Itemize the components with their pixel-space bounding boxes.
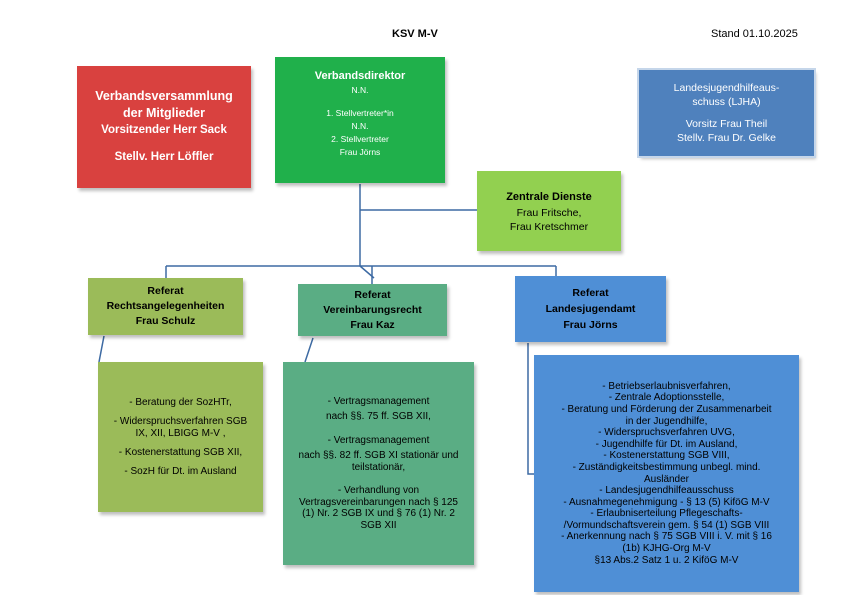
task-line: - Ausnahmegenehmigung - § 13 (5) KiföG M… (563, 496, 770, 508)
task-line: - Vertragsmanagement (327, 395, 430, 407)
director-line: Frau Jörns (339, 147, 381, 157)
task-line: /Vormundschaftsverein gem. § 54 (1) SGB … (563, 519, 770, 531)
task-line: - Landesjugendhilfeausschuss (599, 485, 734, 497)
task-line: (1) Nr. 2 SGB IX und § 76 (1) Nr. 2 (302, 508, 455, 520)
task-line: nach §§. 82 ff. SGB XI stationär und (298, 450, 459, 462)
task-line: - Jugendhilfe für Dt. im Ausland, (595, 438, 738, 450)
task-line: - Beratung und Förderung der Zusammenarb… (561, 403, 772, 415)
assembly-line: der Mitglieder (123, 106, 205, 120)
ljha-line: Stellv. Frau Dr. Gelke (676, 132, 776, 144)
referat-line: Referat (354, 288, 391, 301)
task-line: §13 Abs.2 Satz 1 u. 2 KiföG M-V (594, 554, 739, 566)
task-line: - Zuständigkeitsbestimmung unbegl. mind. (572, 461, 761, 473)
assembly-line: Vorsitzender Herr Sack (101, 124, 227, 136)
task-line: - Widerspruchsverfahren SGB (113, 415, 248, 427)
task-line: - Beratung der SozHTr, (129, 396, 232, 408)
assembly-line: Verbandsversammlung (95, 89, 233, 103)
connector-tasks-legal (98, 335, 105, 363)
connector-tasks-agreement (304, 337, 314, 363)
task-line: nach §§. 75 ff. SGB XII, (326, 411, 431, 423)
task-line: in der Jugendhilfe, (625, 415, 708, 427)
status-date: Stand 01.10.2025 (711, 28, 798, 40)
task-line: - Betriebserlaubnisverfahren, (602, 380, 731, 392)
task-line: - Kostenerstattung SGB VIII, (603, 450, 730, 462)
referat-legal-box: Referat Rechtsangelegenheiten Frau Schul… (88, 278, 243, 335)
director-line: N.N. (351, 85, 369, 95)
task-line: - Widerspruchsverfahren UVG, (598, 427, 735, 439)
director-line: 2. Stellvertreter (331, 134, 389, 144)
referat-line: Landesjugendamt (545, 303, 636, 315)
tasks-legal-box: - Beratung der SozHTr, - Widerspruchsver… (98, 362, 263, 512)
task-line: Ausländer (643, 473, 690, 485)
director-box: Verbandsdirektor N.N. 1. Stellvertreter*… (275, 57, 445, 183)
director-line: N.N. (351, 121, 369, 131)
referat-line: Frau Jörns (563, 319, 618, 331)
task-line: - Erlaubniserteilung Pflegeschafts- (590, 508, 743, 520)
referat-line: Referat (147, 285, 184, 297)
task-line: - Vertragsmanagement (327, 434, 430, 446)
task-line: - Kostenerstattung SGB XII, (118, 446, 243, 458)
task-line: teilstationär, (351, 461, 406, 473)
connector-hub-diagonal (359, 265, 375, 279)
tasks-youth-box: - Betriebserlaubnisverfahren, - Zentrale… (534, 355, 799, 592)
tasks-agreement-box: - Vertragsmanagement nach §§. 75 ff. SGB… (283, 362, 474, 565)
task-line: IX, XII, LBIGG M-V , (135, 427, 226, 439)
task-line: - Zentrale Adoptionsstelle, (608, 392, 725, 404)
task-line: - SozH für Dt. im Ausland (124, 465, 237, 477)
director-title: Verbandsdirektor (314, 70, 406, 82)
connector-tasks-youth (527, 343, 534, 475)
assembly-box: Verbandsversammlung der Mitglieder Vorsi… (77, 66, 251, 188)
referat-youth-box: Referat Landesjugendamt Frau Jörns (515, 276, 666, 342)
task-line: - Verhandlung von (337, 485, 420, 497)
task-line: Vertragsvereinbarungen nach § 125 (298, 496, 458, 508)
referat-line: Referat (572, 287, 609, 299)
assembly-line: Stellv. Herr Löffler (114, 151, 214, 163)
central-services-title: Zentrale Dienste (506, 191, 592, 203)
referat-line: Frau Kaz (350, 318, 395, 331)
central-services-line: Frau Fritsche, (516, 207, 582, 219)
ljha-line: Landesjugendhilfeaus- (673, 82, 780, 94)
task-line: SGB XII (360, 519, 397, 531)
referat-agreement-box: Referat Vereinbarungsrecht Frau Kaz (298, 284, 447, 336)
referat-line: Frau Schulz (135, 315, 196, 327)
central-services-line: Frau Kretschmer (509, 221, 589, 233)
ljha-line: Vorsitz Frau Theil (685, 118, 768, 130)
ljha-line: schuss (LJHA) (692, 96, 761, 108)
task-line: (1b) KJHG-Org M-V (622, 543, 711, 555)
ljha-box: Landesjugendhilfeaus- schuss (LJHA) Vors… (639, 70, 814, 156)
page-title: KSV M-V (392, 28, 438, 40)
referat-line: Rechtsangelegenheiten (106, 300, 225, 312)
referat-line: Vereinbarungsrecht (323, 303, 422, 316)
central-services-box: Zentrale Dienste Frau Fritsche, Frau Kre… (477, 171, 621, 251)
task-line: - Anerkennung nach § 75 SGB VIII i. V. m… (561, 531, 772, 543)
director-line: 1. Stellvertreter*in (326, 108, 394, 118)
